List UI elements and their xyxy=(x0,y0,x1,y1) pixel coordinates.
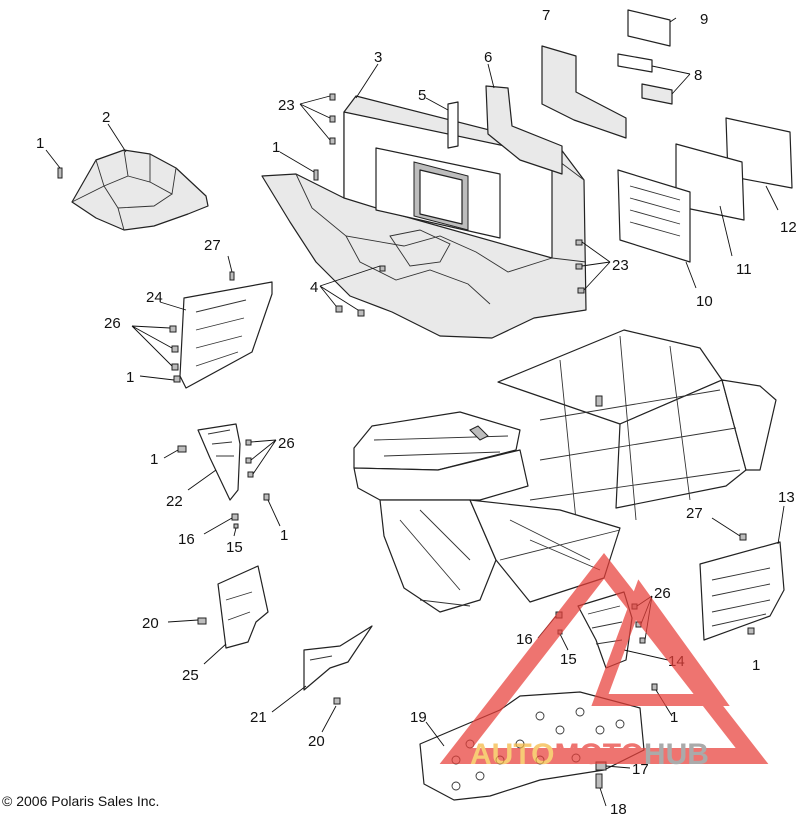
callout-26c: 26 xyxy=(654,585,671,602)
callout-25: 25 xyxy=(182,667,199,684)
callout-20a: 20 xyxy=(142,615,159,632)
part-25-lower-shield xyxy=(217,565,269,649)
fastener-1b xyxy=(313,169,319,181)
part-8-pads xyxy=(617,53,673,105)
callout-15a: 15 xyxy=(226,539,243,556)
part-24-side-panel xyxy=(179,281,273,389)
callout-16b: 16 xyxy=(516,631,533,648)
callout-6: 6 xyxy=(484,49,492,66)
fastener-27a xyxy=(229,271,235,281)
callout-26a: 26 xyxy=(104,315,121,332)
callout-1e: 1 xyxy=(280,527,288,544)
callout-1c: 1 xyxy=(126,369,134,386)
callout-12: 12 xyxy=(780,219,797,236)
automotohub-watermark: AUTOMOTOHUB xyxy=(439,552,769,771)
callout-labels: 1 2 3 1 23 4 5 6 7 9 8 12 11 10 23 27 24… xyxy=(36,7,797,816)
fasteners-23a xyxy=(329,93,336,145)
callout-1g: 1 xyxy=(670,709,678,726)
part-22-bracket xyxy=(197,423,241,501)
callout-16a: 16 xyxy=(178,531,195,548)
callout-17: 17 xyxy=(632,761,649,778)
callout-1a: 1 xyxy=(36,135,44,152)
fasteners-23b xyxy=(575,239,585,294)
part-7-pad xyxy=(541,45,627,139)
callout-5: 5 xyxy=(418,87,426,104)
part-6-pad xyxy=(485,85,563,175)
main-chassis-frame xyxy=(353,329,777,613)
fastener-27b xyxy=(739,533,747,541)
callout-27b: 27 xyxy=(686,505,703,522)
watermark-hub: HUB xyxy=(644,738,709,771)
callout-27a: 27 xyxy=(204,237,221,254)
callout-20b: 20 xyxy=(308,733,325,750)
fastener-20b xyxy=(333,697,341,705)
fasteners-26a-1c xyxy=(169,325,181,383)
fastener-20a xyxy=(197,617,207,625)
callout-10: 10 xyxy=(696,293,713,310)
part-3-cargo-box xyxy=(261,95,587,339)
callout-1d: 1 xyxy=(150,451,158,468)
watermark-text: AUTOMOTOHUB xyxy=(470,738,709,771)
callout-7: 7 xyxy=(542,7,550,24)
callout-1f: 1 xyxy=(752,657,760,674)
callout-13: 13 xyxy=(778,489,795,506)
watermark-auto: AUTO xyxy=(470,738,554,771)
fasteners-4 xyxy=(335,265,386,317)
fastener-1f xyxy=(747,627,755,635)
part-9-pad xyxy=(627,9,671,47)
watermark-triangle-inner xyxy=(591,579,730,706)
part-11-pad xyxy=(675,143,745,221)
part-13-side-panel xyxy=(699,541,785,641)
watermark-triangle-outer xyxy=(439,552,769,764)
callout-24: 24 xyxy=(146,289,163,306)
callout-11: 11 xyxy=(736,261,752,278)
callout-2: 2 xyxy=(102,109,110,126)
callout-15b: 15 xyxy=(560,651,577,668)
callout-8: 8 xyxy=(694,67,702,84)
part-21-guard xyxy=(303,625,373,691)
watermark-moto: MOTO xyxy=(554,738,643,771)
part-5-strip xyxy=(447,101,459,149)
callout-19: 19 xyxy=(410,709,427,726)
copyright-notice: © 2006 Polaris Sales Inc. xyxy=(2,793,159,809)
callout-23b: 23 xyxy=(612,257,629,274)
callout-1b: 1 xyxy=(272,139,280,156)
callout-26b: 26 xyxy=(278,435,295,452)
callout-4: 4 xyxy=(310,279,318,296)
callout-22: 22 xyxy=(166,493,183,510)
callout-3: 3 xyxy=(374,49,382,66)
callout-18: 18 xyxy=(610,801,627,816)
part-10-grille-panel xyxy=(617,169,691,263)
part-2-floor-tray xyxy=(71,149,209,231)
callout-9: 9 xyxy=(700,11,708,28)
callout-21: 21 xyxy=(250,709,267,726)
fastener-1a xyxy=(57,167,63,179)
callout-23a: 23 xyxy=(278,97,295,114)
